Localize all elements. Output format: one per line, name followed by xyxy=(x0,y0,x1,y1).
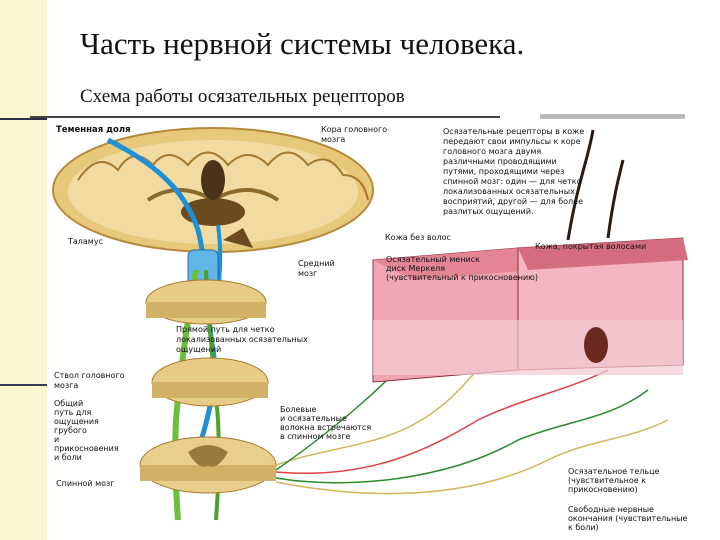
label-pathway-1: Прямой путь для четко xyxy=(176,325,275,334)
label-common-4: грубого xyxy=(54,426,87,435)
title-divider xyxy=(30,116,500,118)
label-cortex-2: мозга xyxy=(321,135,345,144)
label-merkel-3: (чувствительный к прикосновению) xyxy=(386,273,538,282)
label-common-5: и xyxy=(54,435,59,444)
label-cortex-1: Кора головного xyxy=(321,125,387,134)
label-info-5: путями, проходящими через xyxy=(443,167,564,176)
label-common-7: и боли xyxy=(54,453,82,462)
label-hairless-skin: Кожа без волос xyxy=(385,233,451,242)
left-rule-top xyxy=(0,118,47,120)
slide-title: Часть нервной системы человека. xyxy=(80,26,525,61)
label-pathway-3: ощущений xyxy=(176,345,221,354)
label-pain-1: Болевые xyxy=(280,405,316,414)
brainstem-slice xyxy=(151,357,269,407)
label-parietal-lobe: Теменная доля xyxy=(56,125,131,135)
label-hairy-skin: Кожа, покрытая волосами xyxy=(535,242,646,251)
label-free-endings-3: к боли) xyxy=(568,523,599,532)
label-info-7: локализованных осязательных xyxy=(443,187,575,196)
label-info-8: восприятий, другой — для более xyxy=(443,197,583,206)
left-rule-bottom xyxy=(0,384,47,386)
label-midbrain-2: мозг xyxy=(298,269,317,278)
label-common-3: ощущения xyxy=(54,417,99,426)
label-info-1: Осязательные рецепторы в коже xyxy=(443,127,584,136)
label-info-4: различными проводящими xyxy=(443,157,557,166)
label-merkel-1: Осязательный мениск xyxy=(386,255,480,264)
label-info-3: головного мозга двумя xyxy=(443,147,541,156)
label-corpuscle-1: Осязательное тельце xyxy=(568,467,660,476)
title-divider-accent xyxy=(540,114,685,119)
label-corpuscle-2: (чувствительное к xyxy=(568,476,646,485)
label-info-2: передают свои импульсы к коре xyxy=(443,137,581,146)
slide-subtitle: Схема работы осязательных рецепторов xyxy=(80,86,405,107)
label-pain-3: волокна встречаются xyxy=(280,423,371,432)
label-info-6: спинной мозг: один — для четко xyxy=(443,177,582,186)
left-accent-bar xyxy=(0,0,47,540)
label-info-9: разлитых ощущений. xyxy=(443,207,534,216)
label-pain-2: и осязательные xyxy=(280,414,347,423)
label-common-2: путь для xyxy=(54,408,92,417)
label-midbrain-1: Средний xyxy=(298,259,335,268)
label-thalamus: Таламус xyxy=(67,237,103,246)
label-pathway-2: локализованных осязательных xyxy=(176,335,308,344)
label-free-endings-1: Свободные нервные xyxy=(568,505,654,514)
label-corpuscle-3: прикосновению) xyxy=(568,485,638,494)
skin-block xyxy=(372,129,688,383)
label-brainstem-2: мозга xyxy=(54,381,78,390)
label-common-6: прикосновения xyxy=(54,444,119,453)
spinal-cord-slice xyxy=(139,436,277,494)
touch-receptor-diagram: Теменная доля Кора головного мозга Талам… xyxy=(52,125,688,532)
label-merkel-2: диск Меркеля xyxy=(386,264,445,273)
label-pain-4: в спинном мозге xyxy=(280,432,350,441)
label-spinal-cord: Спинной мозг xyxy=(56,479,115,488)
midbrain-slice xyxy=(145,279,267,325)
label-common-1: Общий xyxy=(54,399,83,408)
label-brainstem-1: Ствол головного xyxy=(54,371,125,380)
label-free-endings-2: окончания (чувствительные xyxy=(568,514,687,523)
brain-section xyxy=(52,127,374,253)
